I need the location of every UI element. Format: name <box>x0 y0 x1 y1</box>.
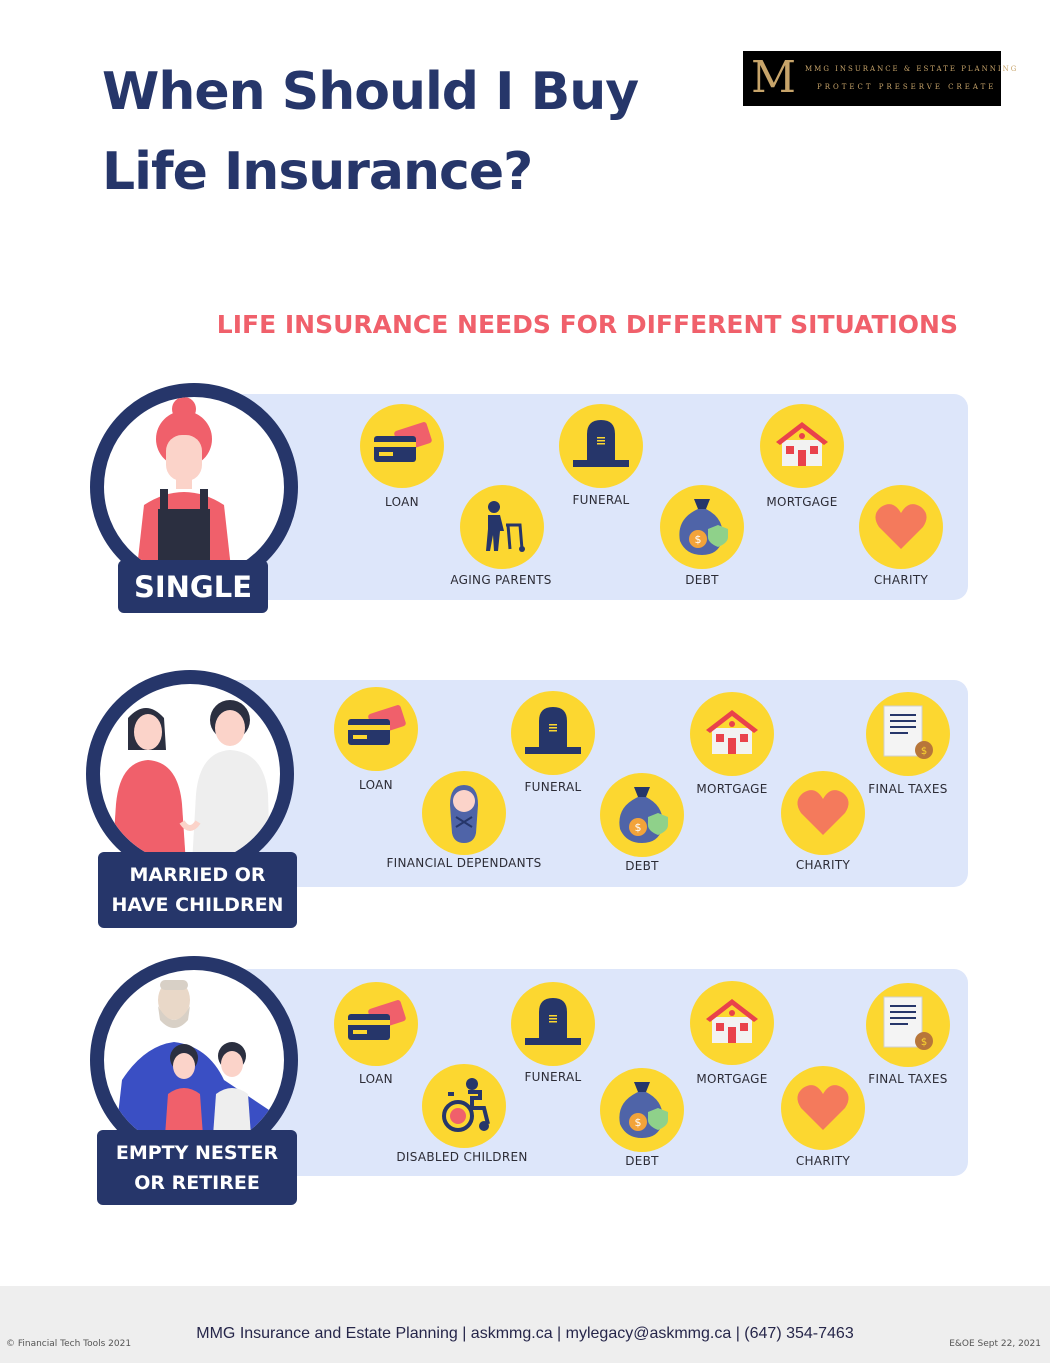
tax-document-icon: $ <box>866 983 950 1067</box>
single-item-mortgage: MORTGAGE <box>766 495 838 509</box>
logo-company-name: MMG INSURANCE & ESTATE PLANNING <box>805 65 1019 73</box>
couple-illustration <box>86 670 294 878</box>
married-item-final-taxes: FINAL TAXES <box>868 782 948 796</box>
single-item-charity: CHARITY <box>873 573 929 587</box>
married-item-charity: CHARITY <box>795 858 851 872</box>
footer-eoe-date: E&OE Sept 22, 2021 <box>949 1339 1041 1349</box>
logo-monogram: M <box>751 52 797 103</box>
credit-card-icon <box>334 687 418 771</box>
wheelchair-icon <box>422 1064 506 1148</box>
svg-text:$: $ <box>921 1037 927 1048</box>
heart-icon <box>781 1066 865 1150</box>
footer-contact: MMG Insurance and Estate Planning | askm… <box>196 1325 854 1342</box>
footer-copyright: © Financial Tech Tools 2021 <box>6 1339 132 1349</box>
tax-document-icon: $ <box>866 692 950 776</box>
credit-card-icon <box>334 982 418 1066</box>
retiree-item-mortgage: MORTGAGE <box>696 1072 768 1086</box>
svg-text:$: $ <box>635 821 642 834</box>
retiree-item-loan: LOAN <box>359 1072 393 1086</box>
married-item-mortgage: MORTGAGE <box>696 782 768 796</box>
svg-text:$: $ <box>695 533 702 546</box>
tombstone-icon <box>511 691 595 775</box>
married-item-funeral: FUNERAL <box>524 780 582 794</box>
elderly-walker-icon <box>460 485 544 569</box>
company-logo: M MMG INSURANCE & ESTATE PLANNING PROTEC… <box>743 51 1016 106</box>
single-item-aging-parents: AGING PARENTS <box>450 573 552 587</box>
credit-card-icon <box>360 404 444 488</box>
title-line-1: When Should I Buy <box>102 62 639 122</box>
money-bag-icon: $ <box>600 773 684 857</box>
money-bag-icon: $ <box>660 485 744 569</box>
retiree-label: EMPTY NESTER OR RETIREE <box>97 1130 297 1205</box>
house-icon <box>690 692 774 776</box>
single-label: SINGLE <box>118 560 268 613</box>
money-bag-icon: $ <box>600 1068 684 1152</box>
retiree-label-line-2: OR RETIREE <box>134 1171 260 1194</box>
tombstone-icon <box>511 982 595 1066</box>
heart-icon <box>781 771 865 855</box>
single-item-loan: LOAN <box>385 495 419 509</box>
section-subtitle: LIFE INSURANCE NEEDS FOR DIFFERENT SITUA… <box>216 310 958 339</box>
married-label-line-2: HAVE CHILDREN <box>111 894 284 916</box>
married-item-debt: DEBT <box>625 859 659 873</box>
single-item-funeral: FUNERAL <box>572 493 630 507</box>
page-title: When Should I Buy Life Insurance? <box>102 52 639 212</box>
heart-icon <box>859 485 943 569</box>
title-line-2: Life Insurance? <box>102 142 533 202</box>
retiree-label-line-1: EMPTY NESTER <box>115 1141 279 1164</box>
retiree-item-debt: DEBT <box>625 1154 659 1168</box>
logo-tagline: PROTECT PRESERVE CREATE <box>817 83 997 91</box>
retiree-item-final-taxes: FINAL TAXES <box>868 1072 948 1086</box>
house-icon <box>760 404 844 488</box>
footer <box>0 1286 1050 1363</box>
svg-text:$: $ <box>921 746 927 757</box>
retiree-item-funeral: FUNERAL <box>524 1070 582 1084</box>
svg-text:$: $ <box>635 1116 642 1129</box>
married-label-line-1: MARRIED OR <box>129 864 266 886</box>
retiree-item-charity: CHARITY <box>795 1154 851 1168</box>
single-label-text: SINGLE <box>133 569 253 604</box>
baby-icon <box>422 771 506 855</box>
single-item-debt: DEBT <box>685 573 719 587</box>
married-item-financial-dependants: FINANCIAL DEPENDANTS <box>386 856 542 870</box>
house-icon <box>690 981 774 1065</box>
retiree-item-disabled-children: DISABLED CHILDREN <box>396 1150 528 1164</box>
married-label: MARRIED OR HAVE CHILDREN <box>98 852 297 928</box>
married-item-loan: LOAN <box>359 778 393 792</box>
tombstone-icon <box>559 404 643 488</box>
